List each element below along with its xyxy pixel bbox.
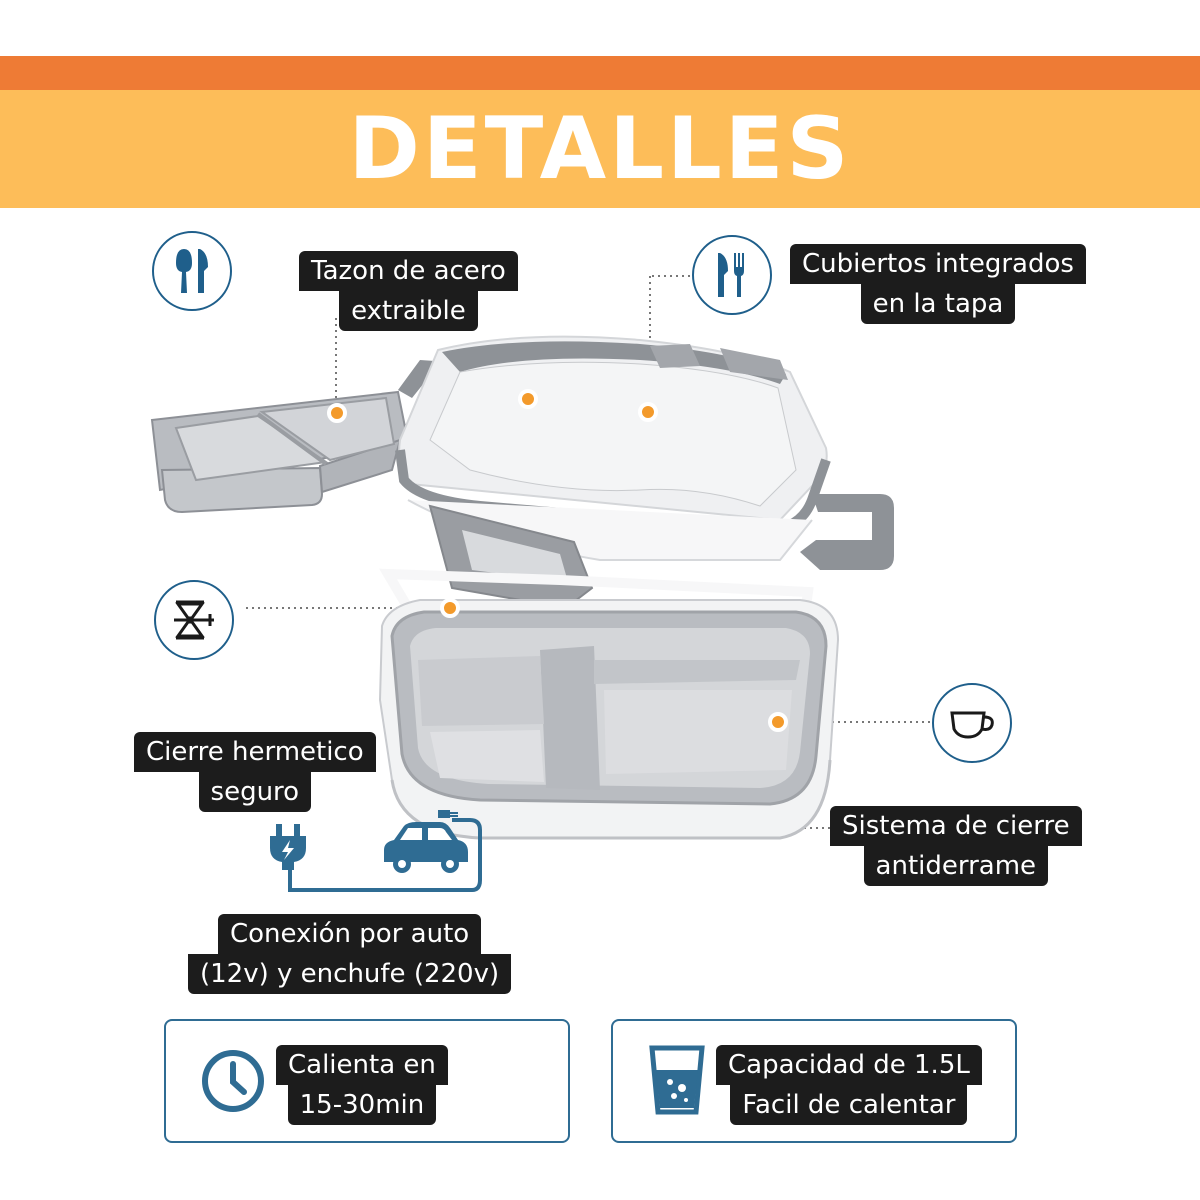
label-heat: Calienta en 15-30min — [276, 1045, 448, 1125]
fork-knife-icon — [692, 235, 772, 315]
label-bowl-line2: extraible — [339, 291, 478, 331]
label-bowl: Tazon de acero extraible — [299, 251, 518, 331]
label-power: Conexión por auto (12v) y enchufe (220v) — [188, 914, 512, 994]
spoon-knife-icon — [152, 231, 232, 311]
page-title: DETALLES — [348, 99, 852, 199]
label-antispill: Sistema de cierre antiderrame — [830, 806, 1082, 886]
header-stripe — [0, 56, 1200, 90]
label-heat-line2: 15-30min — [287, 1085, 437, 1125]
glass-icon — [649, 1045, 705, 1115]
label-bowl-line1: Tazon de acero — [299, 251, 518, 291]
label-capacity-line2: Facil de calentar — [730, 1085, 968, 1125]
label-cutlery-line1: Cubiertos integrados — [790, 244, 1086, 284]
label-seal: Cierre hermetico seguro — [134, 732, 376, 812]
label-heat-line1: Calienta en — [276, 1045, 448, 1085]
clock-icon — [193, 1041, 273, 1121]
label-power-line1: Conexión por auto — [217, 914, 482, 954]
label-capacity: Capacidad de 1.5L Facil de calentar — [716, 1045, 982, 1125]
cup-icon — [932, 683, 1012, 763]
label-power-line2: (12v) y enchufe (220v) — [188, 954, 512, 994]
car-icon — [384, 810, 468, 873]
clamp-icon — [154, 580, 234, 660]
label-seal-line1: Cierre hermetico — [134, 732, 376, 772]
plug-icon — [270, 824, 306, 870]
header-banner: DETALLES — [0, 90, 1200, 208]
label-antispill-line2: antiderrame — [863, 846, 1049, 886]
label-cutlery: Cubiertos integrados en la tapa — [790, 244, 1086, 324]
label-capacity-line1: Capacidad de 1.5L — [716, 1045, 982, 1085]
label-antispill-line1: Sistema de cierre — [830, 806, 1082, 846]
label-seal-line2: seguro — [198, 772, 312, 812]
label-cutlery-line2: en la tapa — [860, 284, 1016, 324]
